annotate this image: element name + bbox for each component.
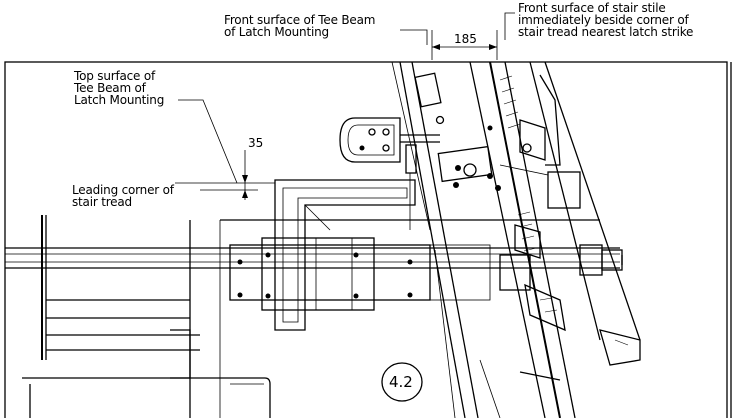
dimension-label-185: 185	[454, 32, 477, 46]
dimension-185	[431, 30, 498, 60]
latch-housing	[339, 117, 440, 230]
tee-beam	[274, 179, 416, 331]
view-frame	[4, 61, 728, 418]
label-leading-corner: Leading corner of stair tread	[72, 183, 174, 209]
dimension-35	[236, 150, 258, 200]
label-tee-beam-front: Front surface of Tee Beam of Latch Mount…	[224, 13, 376, 39]
leader-tee-top	[178, 99, 238, 184]
stair-stile	[469, 61, 641, 418]
view-marker-label: 4.2	[389, 373, 413, 391]
latch-mounting-block	[229, 237, 531, 311]
dimension-label-35: 35	[248, 136, 264, 150]
stile-hatching	[499, 75, 629, 346]
label-stile-front: Front surface of stair stile immediately…	[518, 1, 694, 39]
diagonal-pole	[391, 61, 479, 418]
latch-strike	[435, 115, 581, 209]
view-marker-circle	[381, 362, 423, 402]
leader-stile-front	[504, 12, 515, 40]
label-tee-beam-top: Top surface of Tee Beam of Latch Mountin…	[74, 69, 165, 107]
left-stair-detail	[22, 215, 271, 418]
leader-tee-front	[400, 29, 428, 45]
